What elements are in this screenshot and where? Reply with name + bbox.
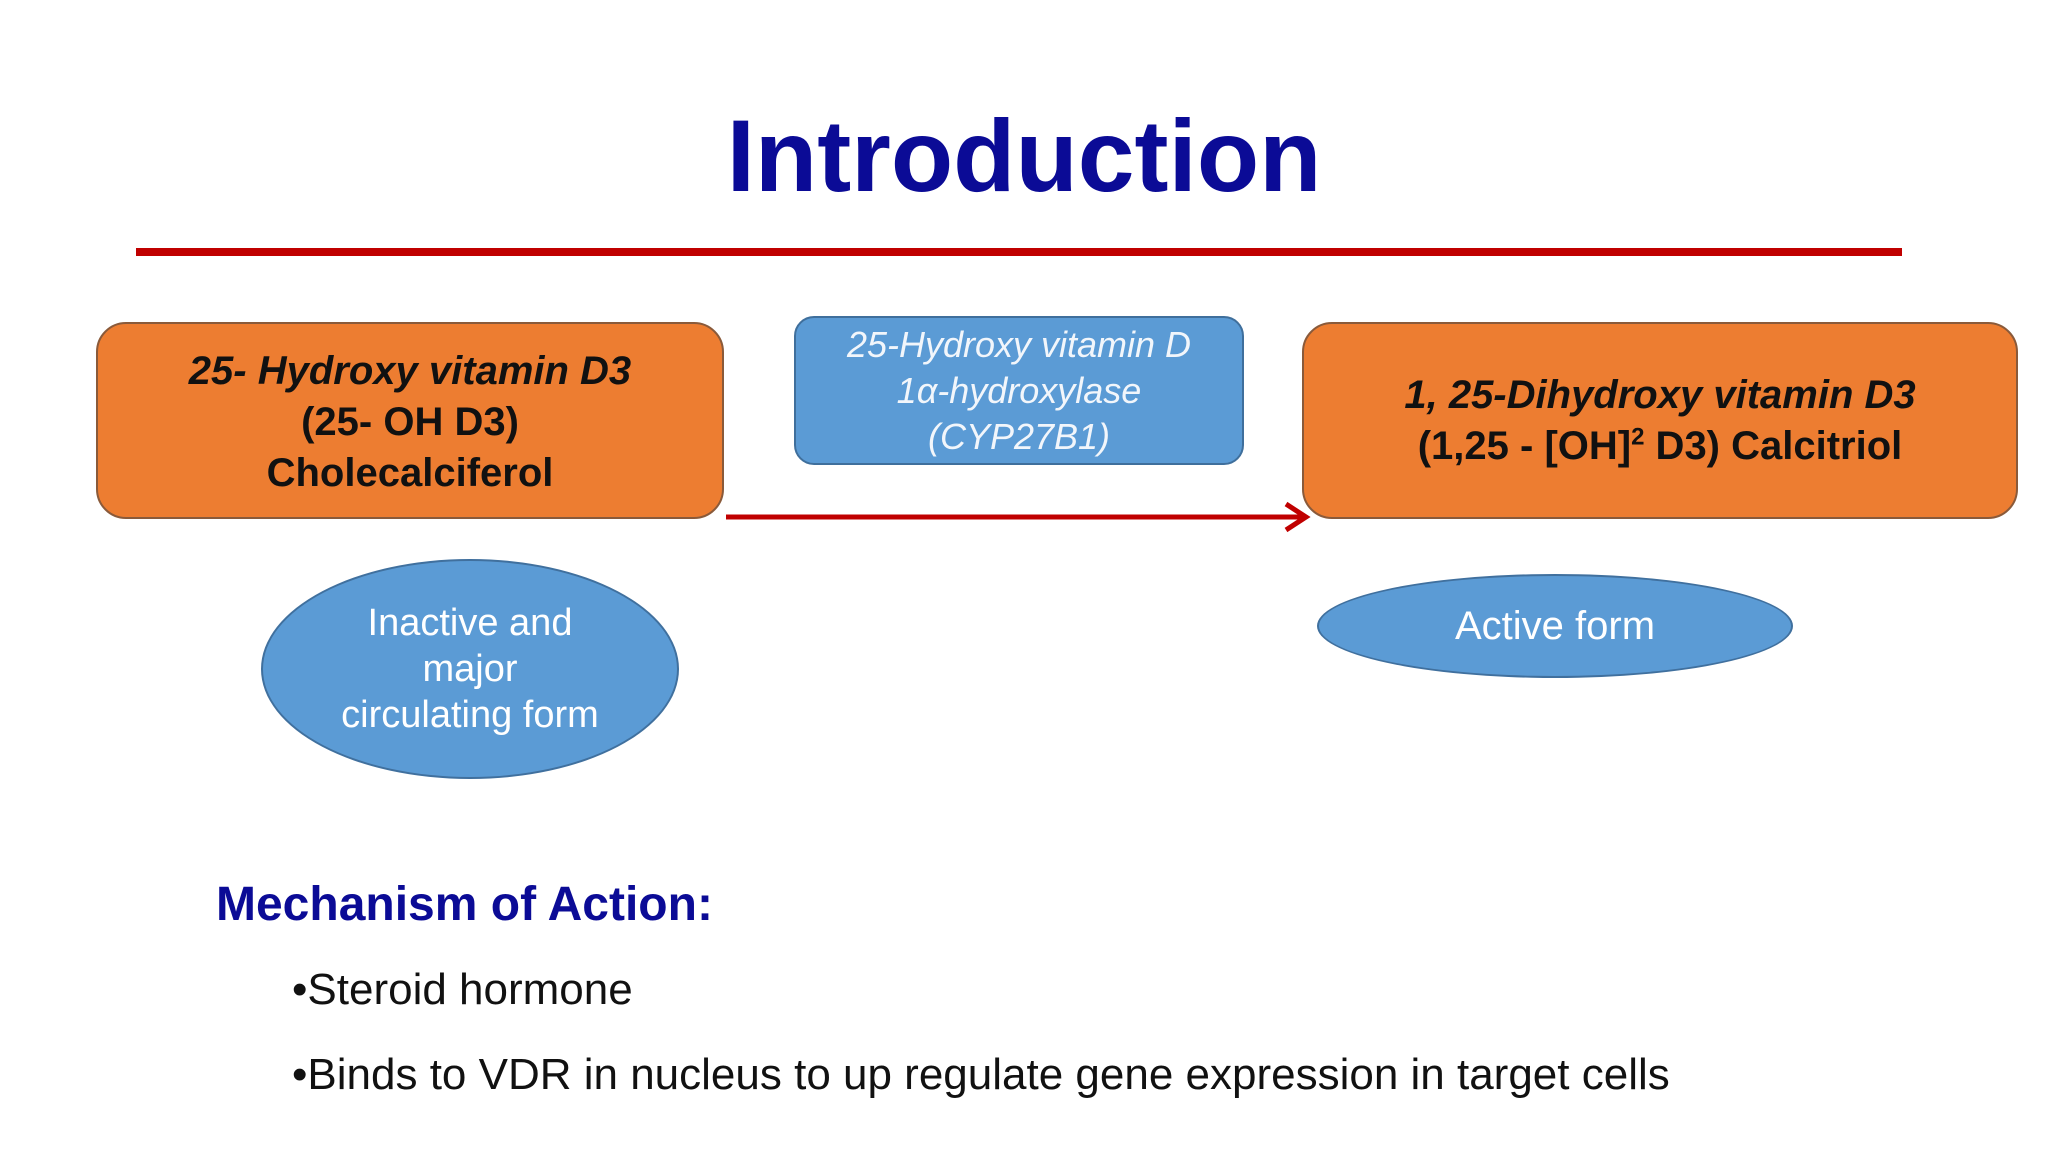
source-compound-common-name: Cholecalciferol — [266, 451, 554, 495]
product-formula-superscript: 2 — [1631, 423, 1645, 451]
product-formula-prefix: (1,25 - [OH] — [1417, 423, 1632, 468]
enzyme-type: 1α-hydroxylase — [896, 369, 1142, 411]
product-compound-box: 1, 25-Dihydroxy vitamin D3 (1,25 - [OH]2… — [1302, 322, 2018, 519]
inactive-form-line3: circulating form — [341, 694, 599, 736]
mechanism-bullet-list: •Steroid hormone •Binds to VDR in nucleu… — [292, 964, 1670, 1134]
mechanism-bullet: •Steroid hormone — [292, 965, 633, 1014]
conversion-arrow — [726, 501, 1311, 533]
source-compound-box: 25- Hydroxy vitamin D3 (25- OH D3) Chole… — [96, 322, 724, 519]
mechanism-bullet: •Binds to VDR in nucleus to up regulate … — [292, 1049, 1670, 1099]
enzyme-box: 25-Hydroxy vitamin D 1α-hydroxylase (CYP… — [794, 316, 1244, 465]
mechanism-heading: Mechanism of Action: — [216, 878, 713, 931]
active-form-ellipse: Active form — [1317, 574, 1793, 678]
inactive-form-line1: Inactive and — [367, 602, 573, 644]
source-compound-name: 25- Hydroxy vitamin D3 — [188, 349, 632, 393]
inactive-form-label: Inactive and major circulating form — [341, 600, 599, 738]
slide-title: Introduction — [726, 99, 1322, 213]
enzyme-name: 25-Hydroxy vitamin D — [846, 323, 1192, 365]
product-formula-suffix: D3) Calcitriol — [1644, 423, 1903, 468]
active-form-label: Active form — [1454, 604, 1656, 648]
product-compound-name: 1, 25-Dihydroxy vitamin D3 — [1404, 372, 1916, 417]
enzyme-gene: (CYP27B1) — [927, 415, 1111, 457]
inactive-form-ellipse: Inactive and major circulating form — [261, 559, 679, 779]
inactive-form-line2: major — [422, 648, 518, 690]
source-compound-abbrev: (25- OH D3) — [301, 400, 519, 444]
arrow-head — [1284, 501, 1311, 533]
product-compound-formula: (1,25 - [OH]2 D3) Calcitriol — [1418, 421, 1903, 472]
title-divider — [136, 248, 1902, 256]
